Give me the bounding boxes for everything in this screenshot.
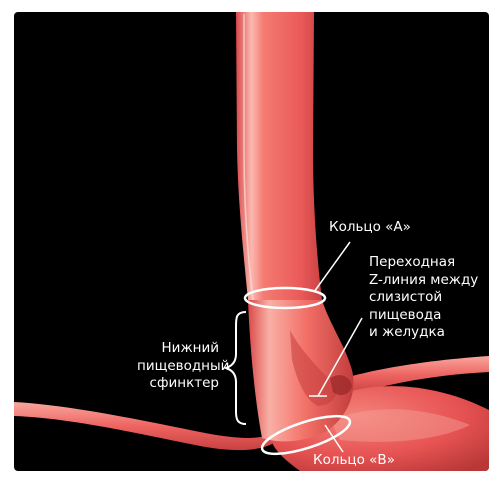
z-line-label-line: Z-линия между <box>369 272 478 290</box>
z-line-label: Переходная Z-линия между слизистой пищев… <box>369 254 478 342</box>
sphincter-label-line: Нижний <box>137 340 219 358</box>
ring-a-label: Кольцо «А» <box>329 219 411 237</box>
z-line-label-line: и желудка <box>369 324 478 342</box>
z-line-label-line: Переходная <box>369 254 478 272</box>
ring-b-label: Кольцо «В» <box>313 452 395 470</box>
z-line-label-line: слизистой <box>369 289 478 307</box>
sphincter-label: Нижний пищеводный сфинктер <box>137 340 219 393</box>
sphincter-label-line: сфинктер <box>137 375 219 393</box>
z-line-label-line: пищевода <box>369 307 478 325</box>
sphincter-label-line: пищеводный <box>137 358 219 376</box>
